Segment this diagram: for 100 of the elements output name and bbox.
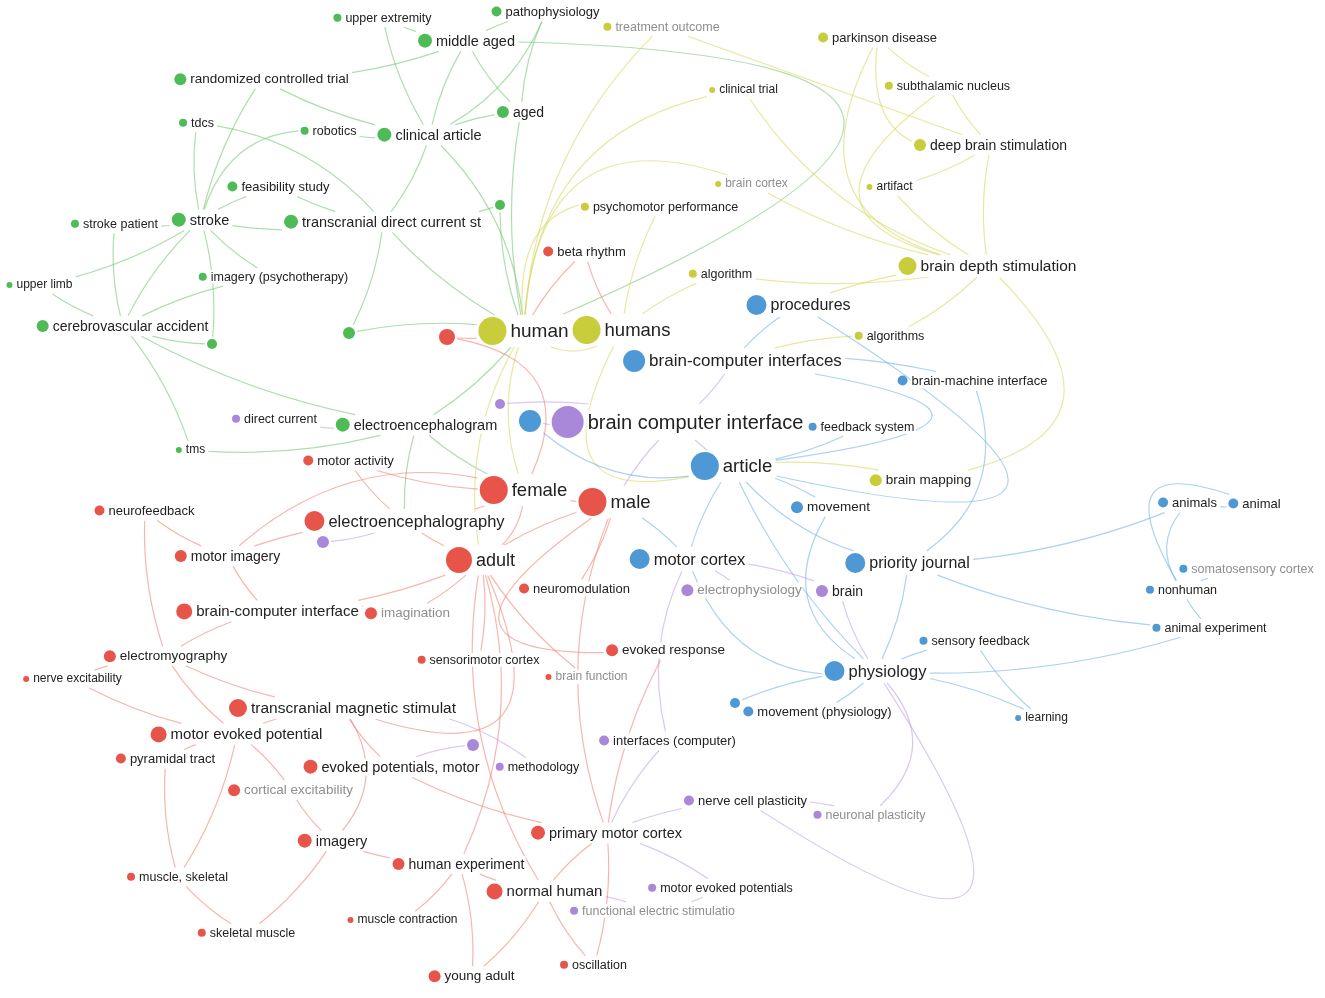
link-line bbox=[532, 260, 576, 316]
link-line bbox=[809, 801, 835, 807]
link-line bbox=[258, 850, 327, 925]
link-line bbox=[319, 426, 335, 429]
keyword-label: upper extremity bbox=[344, 10, 433, 26]
link-line bbox=[741, 675, 823, 701]
link-line bbox=[480, 574, 486, 652]
link-line bbox=[501, 505, 524, 546]
link-line bbox=[88, 687, 182, 724]
link-line bbox=[483, 901, 540, 967]
link-line bbox=[745, 481, 855, 552]
link-line bbox=[605, 896, 627, 903]
keyword-label: neuromodulation bbox=[532, 581, 631, 597]
keyword-dot bbox=[495, 200, 505, 210]
link-line bbox=[915, 154, 976, 182]
link-line bbox=[972, 512, 1166, 560]
link-line bbox=[375, 575, 515, 734]
keyword-dot bbox=[495, 399, 505, 409]
link-line bbox=[521, 204, 580, 316]
link-line bbox=[639, 842, 709, 880]
keyword-label: motor evoked potential bbox=[169, 725, 324, 743]
link-line bbox=[203, 130, 300, 211]
link-line bbox=[587, 261, 612, 315]
keyword-label: nerve excitability bbox=[32, 672, 123, 686]
link-line bbox=[690, 896, 704, 903]
link-line bbox=[1219, 506, 1227, 508]
keyword-label: beta rhythm bbox=[556, 244, 627, 260]
link-line bbox=[461, 873, 474, 967]
link-line bbox=[623, 215, 656, 315]
keyword-label: cortical excitability bbox=[243, 782, 354, 798]
link-line bbox=[858, 94, 940, 256]
link-line bbox=[1148, 483, 1230, 582]
link-line bbox=[390, 144, 428, 213]
link-line bbox=[207, 434, 381, 453]
link-line bbox=[479, 873, 497, 881]
link-line bbox=[967, 276, 1065, 471]
link-line bbox=[929, 677, 1025, 710]
link-line bbox=[449, 21, 543, 126]
link-line bbox=[411, 776, 543, 824]
link-line bbox=[250, 744, 285, 781]
keyword-label: interfaces (computer) bbox=[612, 733, 737, 749]
link-line bbox=[456, 338, 547, 475]
keyword-label: electroencephalography bbox=[327, 511, 506, 531]
link-line bbox=[774, 477, 816, 498]
link-line bbox=[569, 500, 577, 502]
link-line bbox=[330, 532, 375, 542]
link-line bbox=[151, 335, 206, 345]
link-line bbox=[403, 26, 417, 32]
link-line bbox=[183, 744, 197, 751]
keyword-dot bbox=[207, 339, 217, 349]
link-line bbox=[775, 316, 1009, 503]
link-line bbox=[362, 850, 391, 859]
link-line bbox=[454, 114, 496, 126]
link-line bbox=[130, 335, 189, 442]
link-line bbox=[489, 574, 576, 669]
link-line bbox=[775, 373, 932, 461]
keyword-label: evoked response bbox=[621, 642, 726, 658]
link-line bbox=[428, 434, 488, 475]
link-line bbox=[433, 346, 512, 416]
link-line bbox=[426, 574, 467, 604]
keyword-label: somatosensory cortex bbox=[1190, 561, 1315, 577]
keyword-label: deep brain stimulation bbox=[929, 136, 1068, 154]
link-line bbox=[376, 469, 479, 490]
link-line bbox=[881, 574, 908, 660]
keyword-label: brain-machine interface bbox=[910, 373, 1049, 389]
link-line bbox=[193, 131, 200, 211]
keyword-label: upper limb bbox=[15, 278, 74, 292]
link-line bbox=[506, 401, 590, 405]
link-line bbox=[641, 282, 698, 315]
link-line bbox=[440, 144, 524, 316]
link-line bbox=[463, 574, 502, 855]
link-line bbox=[694, 439, 708, 451]
link-line bbox=[485, 20, 509, 32]
link-line bbox=[805, 516, 856, 660]
link-line bbox=[900, 649, 928, 660]
keyword-label: movement (physiology) bbox=[756, 704, 893, 720]
link-line bbox=[471, 574, 539, 881]
keyword-label: brain-computer interfaces bbox=[648, 351, 843, 371]
link-line bbox=[141, 285, 224, 317]
link-line bbox=[774, 435, 844, 460]
keyword-dot bbox=[467, 739, 479, 751]
keyword-label: brain function bbox=[554, 670, 629, 684]
keyword-label: transcranial magnetic stimulat bbox=[250, 699, 457, 717]
keyword-label: brain depth stimulation bbox=[919, 257, 1078, 275]
link-line bbox=[507, 346, 519, 475]
link-line bbox=[503, 511, 577, 546]
link-line bbox=[216, 125, 375, 213]
link-line bbox=[171, 665, 224, 724]
keyword-label: sensorimotor cortex bbox=[428, 652, 541, 668]
keyword-label: brain-computer interface bbox=[195, 602, 360, 620]
link-line bbox=[875, 46, 913, 142]
link-line bbox=[842, 600, 869, 660]
link-line bbox=[75, 229, 185, 278]
link-line bbox=[743, 316, 781, 349]
link-line bbox=[414, 873, 453, 912]
keyword-label: feasibility study bbox=[240, 179, 331, 195]
link-line bbox=[631, 807, 683, 824]
link-line bbox=[156, 519, 202, 547]
link-line bbox=[774, 335, 854, 349]
link-line bbox=[474, 505, 486, 510]
